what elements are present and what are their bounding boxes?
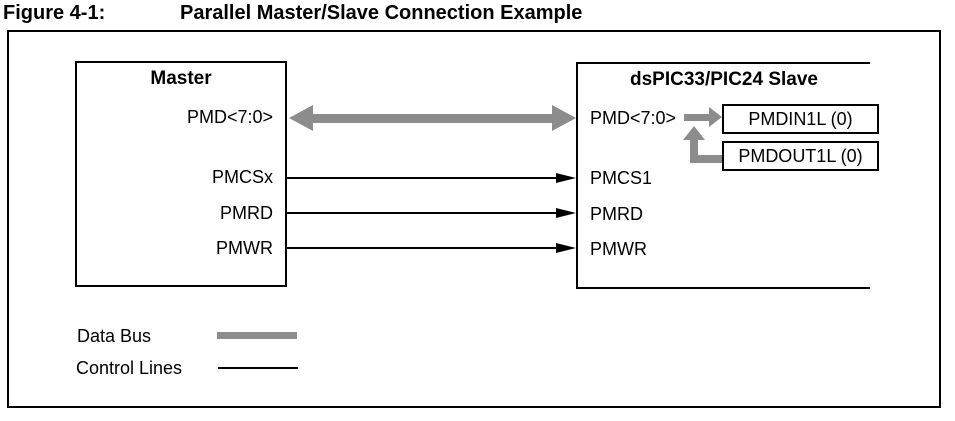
pmdout-up-arrowhead-icon <box>683 126 705 140</box>
pmdout-arrow-horizontal-segment <box>690 155 722 163</box>
pmrd-control-line <box>287 212 557 214</box>
legend-data-bus-label: Data Bus <box>77 326 152 346</box>
slave-block-title: dsPIC33/PIC24 Slave <box>630 69 818 90</box>
master-pin-pmcsx: PMCSx <box>211 167 273 187</box>
legend-data-bus-swatch <box>217 332 297 339</box>
pmwr-arrowhead-icon <box>556 243 576 253</box>
slave-pin-pmwr: PMWR <box>590 239 647 259</box>
pmdout1l-register-box: PMDOUT1L (0) <box>722 141 879 171</box>
pmcs-control-line <box>287 177 557 179</box>
slave-pin-pmd: PMD<7:0> <box>590 108 677 128</box>
master-block: Master PMD<7:0> PMCSx PMRD PMWR <box>75 61 287 287</box>
figure-label: Figure 4-1: <box>3 2 106 24</box>
pmdin-arrow-shaft <box>684 114 711 121</box>
master-pin-pmrd: PMRD <box>220 203 273 223</box>
data-bus-arrow-shaft <box>310 114 555 123</box>
data-bus-arrow-left-icon <box>289 105 313 131</box>
slave-pin-pmrd: PMRD <box>590 204 643 224</box>
pmdin1l-register-box: PMDIN1L (0) <box>722 104 879 134</box>
slave-block: dsPIC33/PIC24 Slave PMD<7:0> PMCS1 PMRD … <box>576 62 870 289</box>
pmdin-arrowhead-icon <box>709 107 722 127</box>
pmcs-arrowhead-icon <box>556 173 576 183</box>
master-pin-pmwr: PMWR <box>216 238 273 258</box>
figure-title: Parallel Master/Slave Connection Example <box>180 2 583 24</box>
legend-control-lines-label: Control Lines <box>76 358 183 378</box>
data-bus-arrow-right-icon <box>552 105 576 131</box>
legend-control-lines-swatch <box>218 367 298 369</box>
pmwr-control-line <box>287 247 557 249</box>
figure-border <box>7 30 941 408</box>
pmrd-arrowhead-icon <box>556 208 576 218</box>
master-pin-pmd: PMD<7:0> <box>186 107 273 127</box>
master-block-title: Master <box>150 68 212 89</box>
slave-pin-pmcs1: PMCS1 <box>590 168 653 188</box>
pmdout-arrow-vertical-segment <box>690 138 698 163</box>
